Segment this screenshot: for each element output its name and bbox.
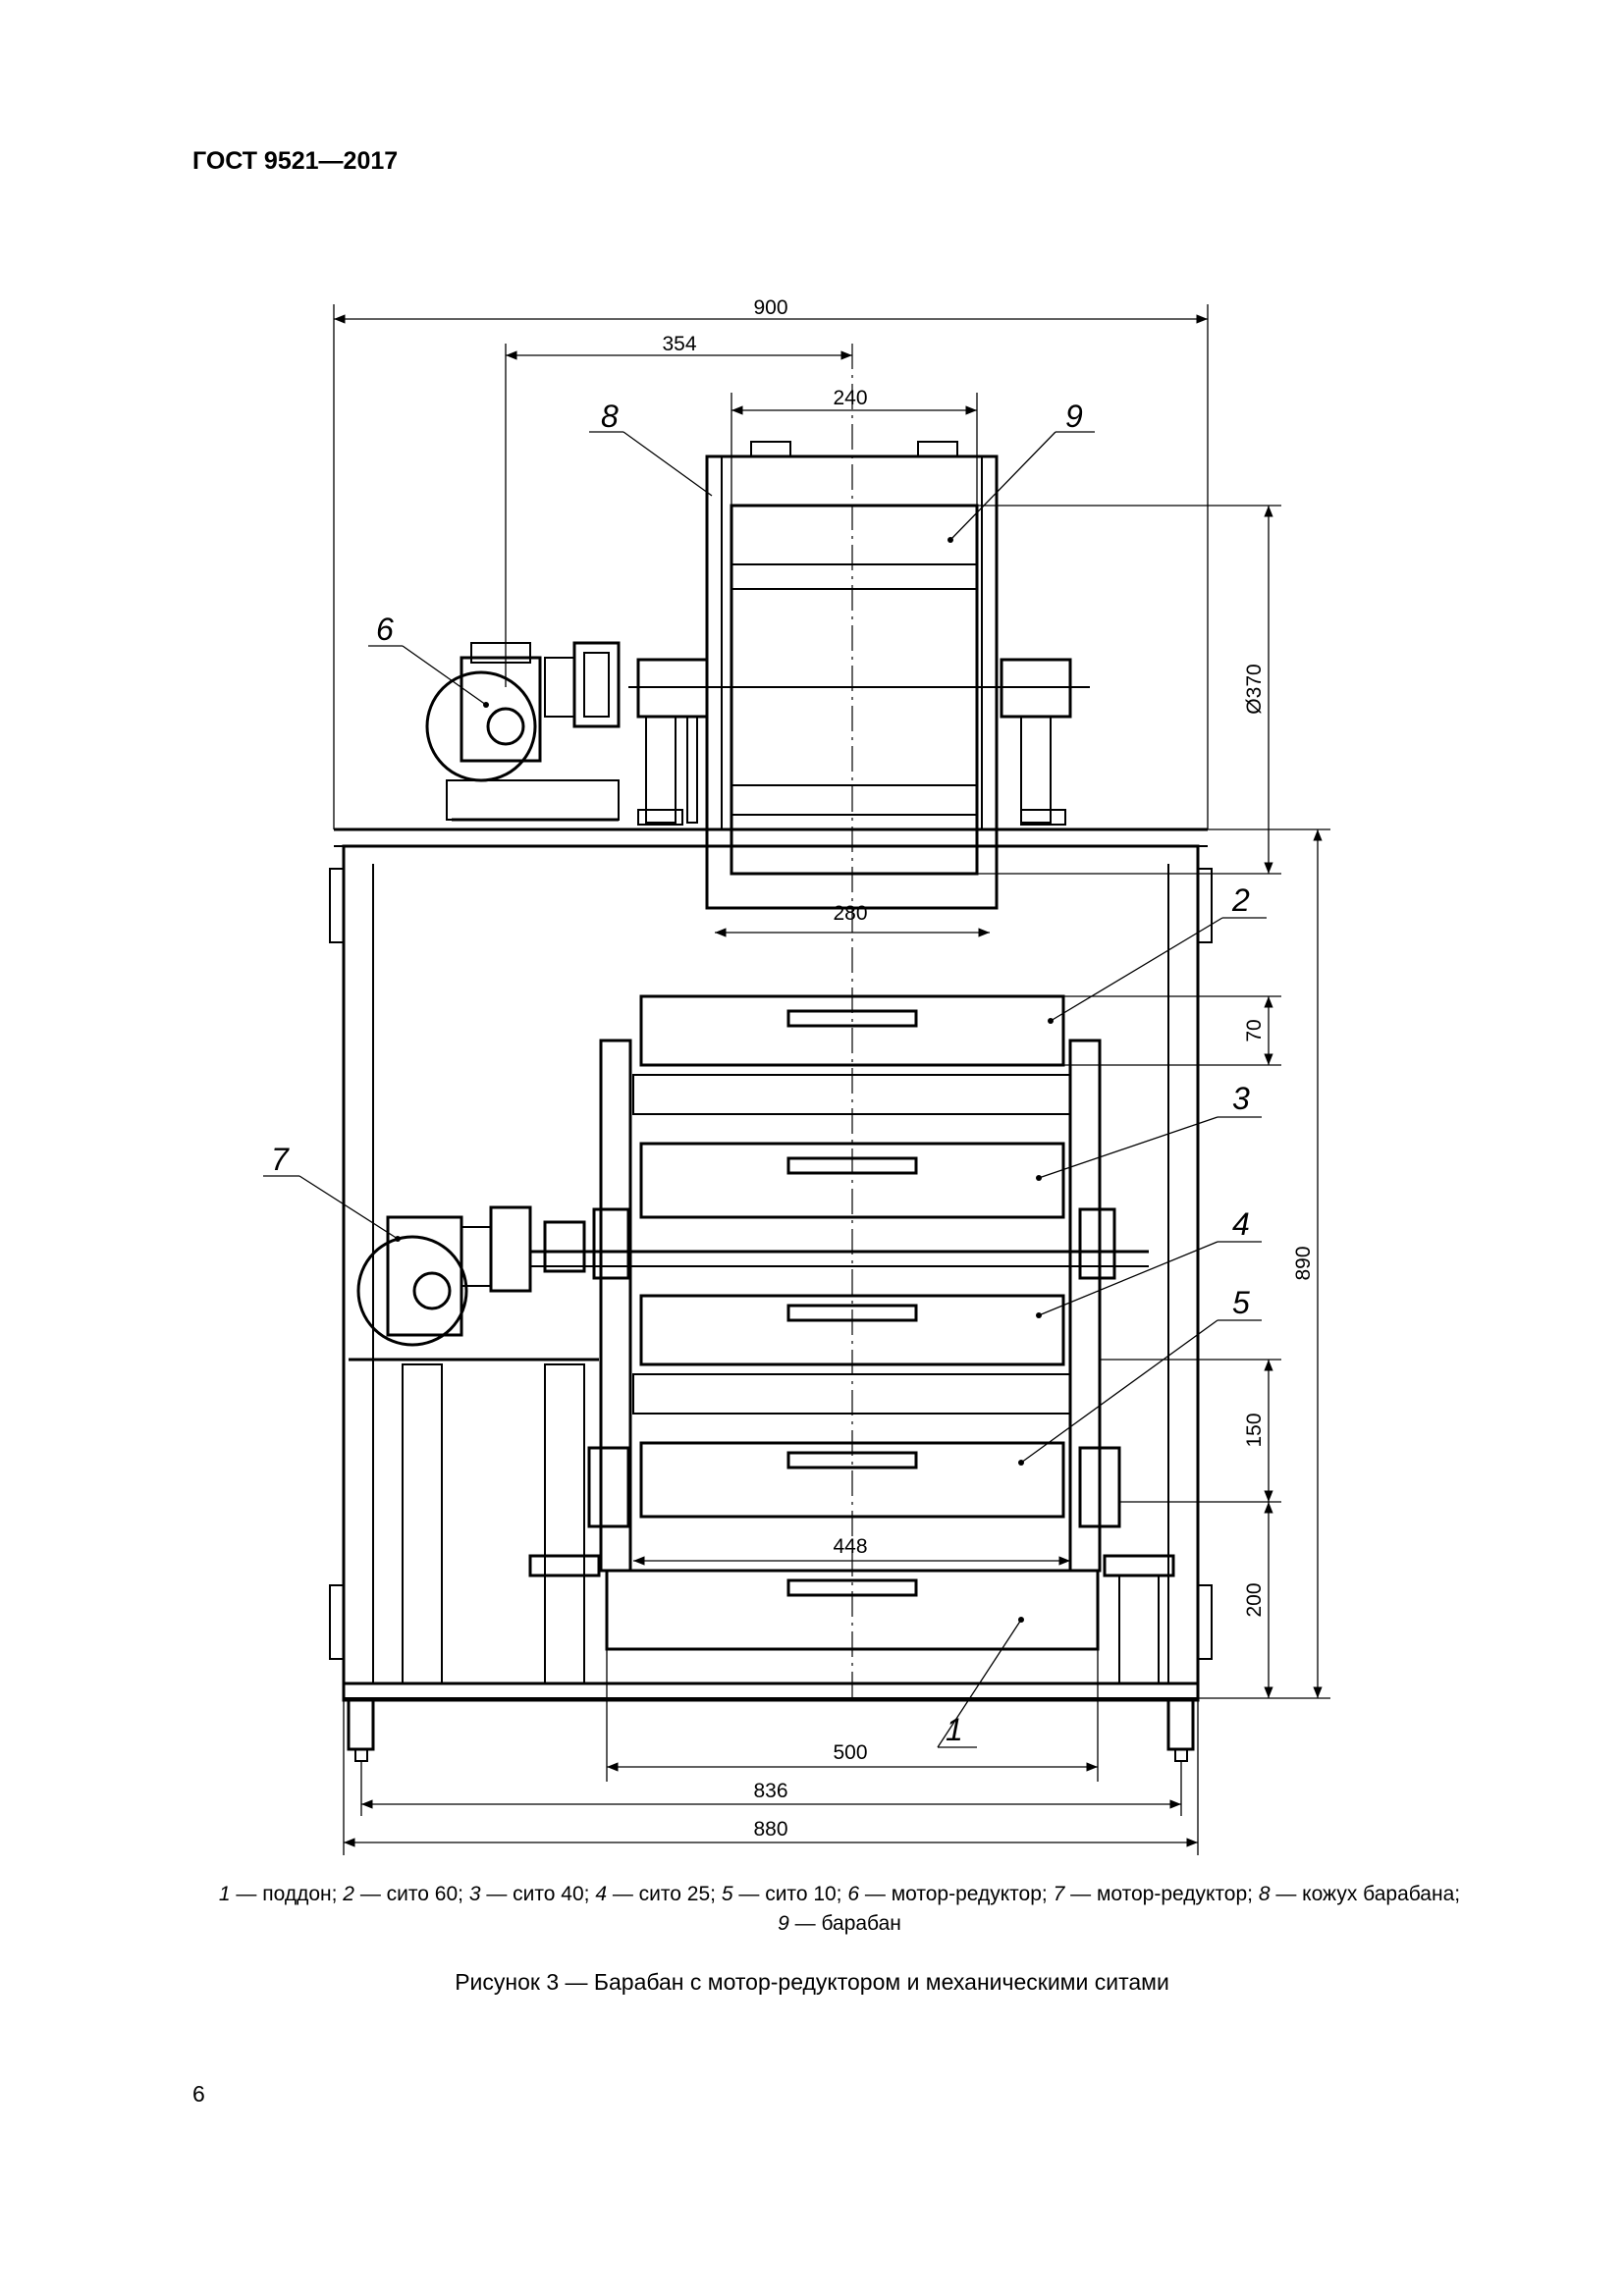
callout-7: 7 (271, 1142, 290, 1177)
legend-text-2: — сито 60; (353, 1883, 469, 1905)
legend-num-2: 2 (343, 1883, 354, 1905)
dim-836: 836 (753, 1780, 787, 1802)
callout-5: 5 (1232, 1285, 1250, 1320)
dim-354: 354 (662, 333, 696, 355)
dim-880: 880 (753, 1818, 787, 1841)
legend-num-1: 1 (218, 1883, 231, 1905)
callout-2: 2 (1231, 882, 1250, 918)
figure-legend: 1 — поддон; 2 — сито 60; 3 — сито 40; 4 … (157, 1880, 1522, 1939)
callout-8: 8 (601, 399, 619, 434)
legend-num-5: 5 (721, 1883, 733, 1905)
callout-1: 1 (946, 1712, 963, 1747)
callout-4: 4 (1232, 1206, 1250, 1242)
callout-6: 6 (376, 612, 394, 647)
dim-890: 890 (1292, 1246, 1315, 1280)
legend-text-9: — барабан (788, 1912, 901, 1935)
dim-70: 70 (1243, 1019, 1266, 1041)
dim-150: 150 (1243, 1413, 1266, 1447)
legend-text-3: — сито 40; (480, 1883, 596, 1905)
motor-reducer-7 (349, 1205, 599, 1684)
legend-text-6: — мотор-редуктор; (859, 1883, 1054, 1905)
document-header: ГОСТ 9521—2017 (192, 147, 399, 175)
legend-text-4: — сито 25; (607, 1883, 722, 1905)
frame (329, 844, 1213, 1762)
legend-num-3: 3 (468, 1883, 481, 1905)
legend-num-8: 8 (1258, 1883, 1271, 1905)
upper-assembly (334, 441, 1208, 910)
legend-text-8: — кожух барабана; (1270, 1883, 1461, 1905)
dim-diameter-370: Ø370 (1243, 664, 1266, 714)
dim-200: 200 (1243, 1582, 1266, 1617)
legend-num-4: 4 (595, 1883, 608, 1905)
legend-num-6: 6 (847, 1883, 860, 1905)
dimension-lines (333, 304, 1330, 1855)
page-number: 6 (192, 2081, 205, 2107)
legend-text-1: — поддон; (230, 1883, 344, 1905)
legend-num-7: 7 (1053, 1883, 1065, 1905)
callout-3: 3 (1232, 1081, 1250, 1116)
leader-dots (395, 537, 1054, 1623)
callout-9: 9 (1065, 399, 1083, 434)
dim-240: 240 (833, 387, 867, 409)
dim-280: 280 (833, 902, 867, 925)
legend-text-7: — мотор-редуктор; (1064, 1883, 1259, 1905)
dim-448: 448 (833, 1535, 867, 1558)
technical-drawing: 900 354 240 Ø370 280 70 890 150 200 448 … (263, 296, 1330, 1855)
dim-900: 900 (753, 296, 787, 319)
legend-text-5: — сито 10; (732, 1883, 848, 1905)
figure-title: Рисунок 3 — Барабан с мотор-редуктором и… (455, 1969, 1169, 1995)
dim-500: 500 (833, 1741, 867, 1764)
legend-num-9: 9 (778, 1912, 789, 1935)
leader-lines (263, 431, 1267, 1748)
